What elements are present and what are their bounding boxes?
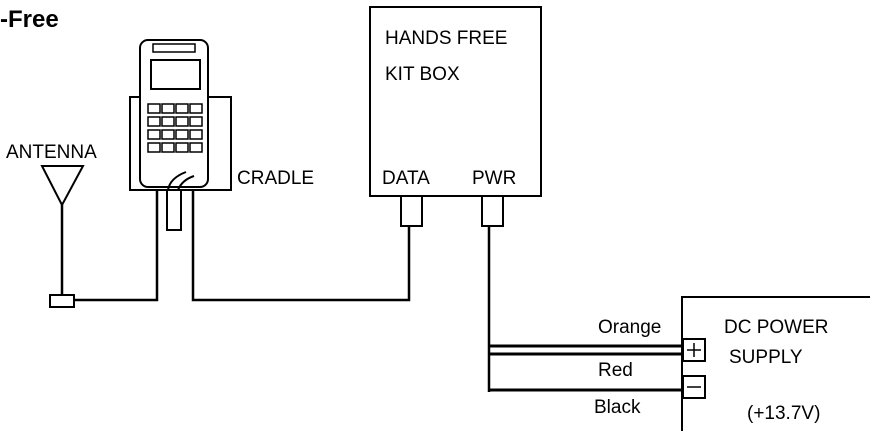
cradle-connector xyxy=(166,189,182,231)
black-wire-label: Black xyxy=(594,397,641,418)
dc-power-supply: DC POWER SUPPLY (+13.7V) xyxy=(681,296,870,431)
red-wire-label: Red xyxy=(598,360,633,381)
data-port-connector xyxy=(400,195,423,227)
pwr-port-connector xyxy=(481,195,504,227)
orange-wire-label: Orange xyxy=(598,317,661,338)
antenna-connector xyxy=(49,294,75,308)
cradle-label: CRADLE xyxy=(237,168,314,189)
phone-keypad xyxy=(147,103,203,153)
data-port-label: DATA xyxy=(382,168,430,189)
power-wires xyxy=(487,226,683,392)
psu-title-line2: SUPPLY xyxy=(729,347,803,368)
antenna-icon xyxy=(40,165,85,208)
antenna xyxy=(40,165,85,308)
cradle xyxy=(129,39,232,231)
diagram-title: -Free xyxy=(0,6,59,33)
phone-screen xyxy=(150,59,201,90)
data-cable xyxy=(191,190,411,302)
psu-voltage: (+13.7V) xyxy=(747,403,820,424)
kit-box-outline xyxy=(369,6,542,197)
psu-title-line1: DC POWER xyxy=(724,317,829,338)
antenna-cable xyxy=(74,190,159,302)
antenna-label: ANTENNA xyxy=(6,142,97,163)
pwr-port-label: PWR xyxy=(472,168,516,189)
kit-box-title-line2: KIT BOX xyxy=(385,64,460,85)
hands-free-kit-box: HANDS FREE KIT BOX DATA PWR xyxy=(369,6,542,227)
kit-box-title-line1: HANDS FREE xyxy=(385,28,507,49)
